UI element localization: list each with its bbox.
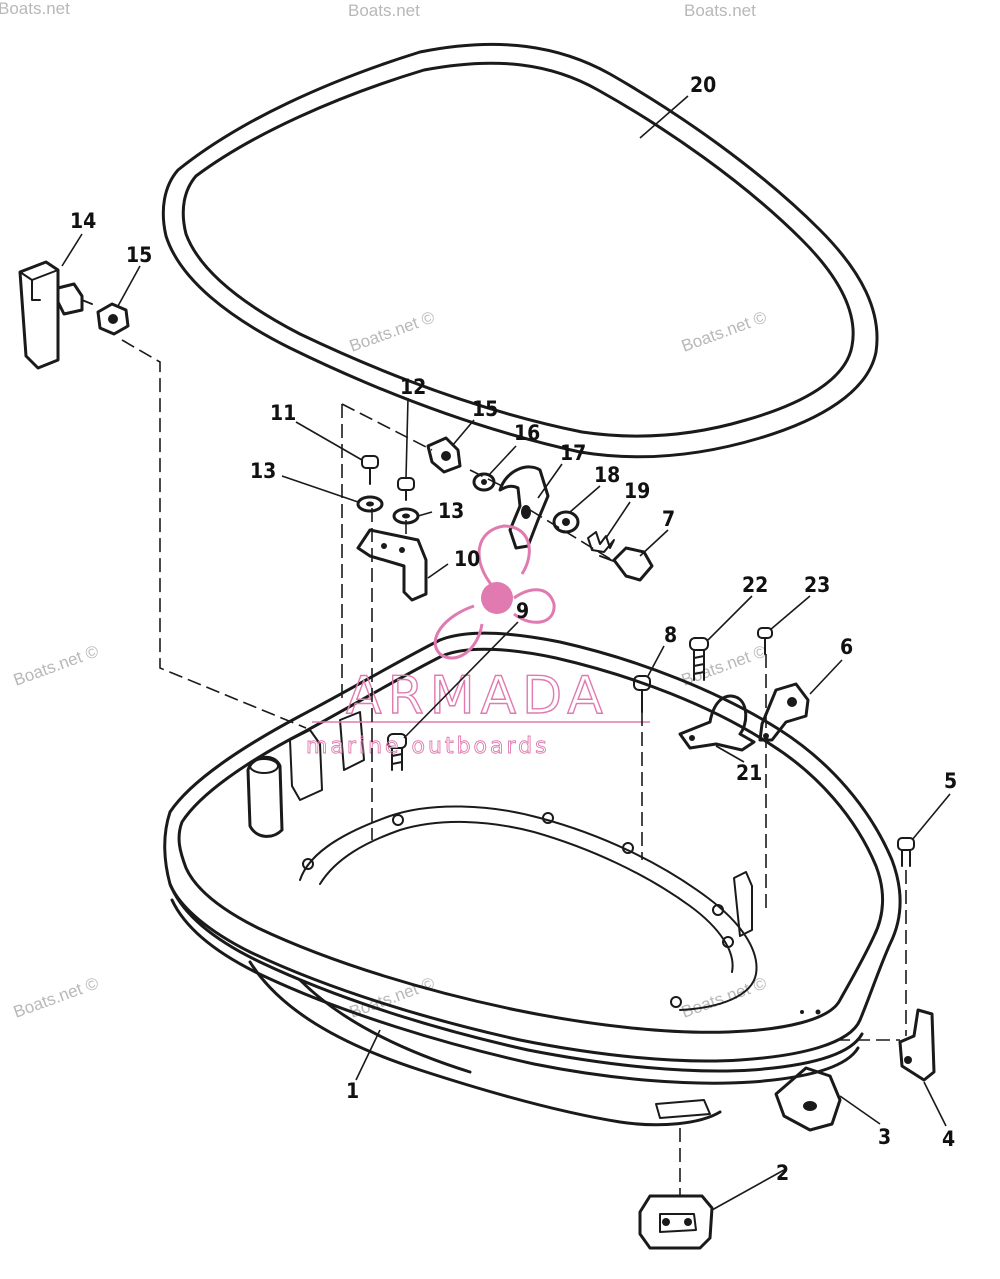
callout-1: 1 [346, 1079, 359, 1103]
part-4-bracket [898, 1008, 936, 1082]
callout-9: 9 [516, 599, 529, 623]
part-15-nut-upper [426, 436, 462, 474]
watermark-top-left: Boats.net [0, 0, 70, 18]
part-16-washer [472, 472, 496, 492]
propeller-icon [433, 524, 556, 660]
part-3-mount [774, 1066, 842, 1132]
part-23-screw [757, 627, 773, 655]
callout-2: 2 [776, 1161, 789, 1185]
part-17-hook [498, 465, 550, 550]
callout-10: 10 [454, 547, 480, 571]
callout-6: 6 [840, 635, 853, 659]
watermark-right-lower: Boats.net © [679, 973, 770, 1021]
callout-21: 21 [736, 761, 762, 785]
callout-15-upper: 15 [472, 397, 498, 421]
watermark-left-middle: Boats.net © [11, 641, 102, 689]
part-15-nut-left [96, 302, 130, 336]
part-8-screw [633, 675, 651, 713]
part-20-seal [161, 42, 879, 459]
part-22-screw [689, 637, 709, 681]
callout-3: 3 [878, 1125, 891, 1149]
part-19-spring [587, 531, 615, 553]
callout-13-left: 13 [250, 459, 276, 483]
callout-23: 23 [804, 573, 830, 597]
part-13-washer-left [356, 495, 384, 513]
part-14-latch-bracket [18, 260, 93, 370]
callout-4: 4 [942, 1127, 955, 1151]
part-1-bottom-cowl [163, 631, 902, 1127]
watermarks: Boats.net Boats.net Boats.net Boats.net … [0, 0, 770, 1022]
watermark-top-center: Boats.net [348, 1, 420, 20]
watermark-top-right: Boats.net [684, 1, 756, 20]
logo-word: ARMADA [346, 666, 609, 726]
part-21-clamp [678, 694, 756, 752]
part-11-screw [361, 455, 379, 485]
callout-20: 20 [690, 73, 716, 97]
part-7-bolt [599, 546, 654, 582]
callout-12: 12 [400, 375, 426, 399]
callout-8: 8 [664, 623, 677, 647]
callout-15-left: 15 [126, 243, 152, 267]
callout-7: 7 [662, 507, 675, 531]
armada-logo: ARMADA marine outboards [306, 524, 650, 759]
part-5-screw [897, 837, 915, 867]
callout-labels: 20 14 15 12 11 15 16 17 18 19 7 13 13 10… [70, 73, 957, 1185]
callout-19: 19 [624, 479, 650, 503]
logo-subtitle: marine outboards [306, 734, 550, 759]
callout-16: 16 [514, 421, 540, 445]
watermark-right-upper: Boats.net © [679, 307, 770, 355]
callout-17: 17 [560, 441, 586, 465]
watermark-lid: Boats.net © [347, 307, 438, 355]
part-2-grommet [638, 1194, 714, 1250]
part-18-washer [552, 510, 580, 534]
callout-11: 11 [270, 401, 296, 425]
leader-lines [61, 95, 951, 1211]
assembly-lines [121, 339, 907, 1196]
callout-18: 18 [594, 463, 620, 487]
part-10-bracket [356, 528, 428, 602]
part-9-screw [387, 733, 407, 771]
callout-14: 14 [70, 209, 96, 233]
part-12-screw [397, 477, 415, 501]
callout-22: 22 [742, 573, 768, 597]
watermark-left-lower: Boats.net © [11, 973, 102, 1021]
callout-5: 5 [944, 769, 957, 793]
callout-13-right: 13 [438, 499, 464, 523]
